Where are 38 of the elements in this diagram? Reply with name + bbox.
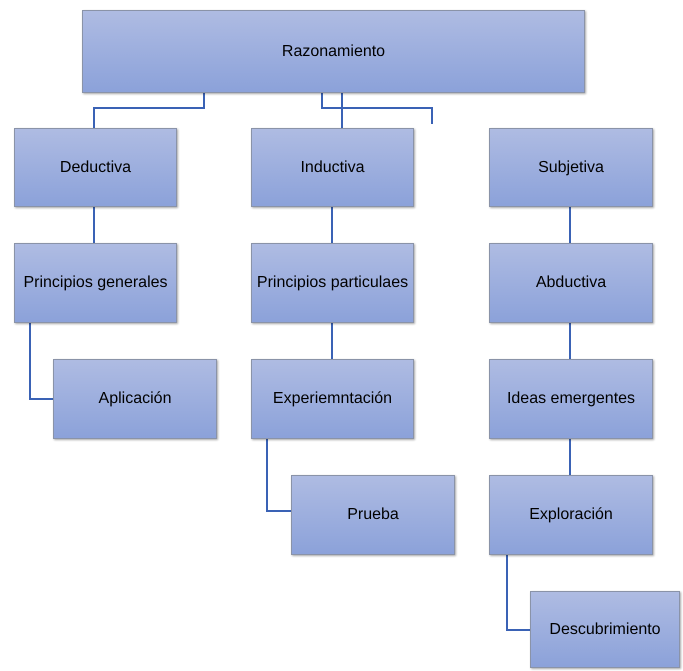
node-box: [291, 475, 455, 555]
connector-line: [29, 323, 53, 400]
node-box: [489, 243, 653, 323]
connector-line: [93, 93, 205, 128]
node-label: Deductiva: [60, 158, 132, 178]
connector-line: [341, 93, 343, 128]
node-box: [14, 128, 177, 207]
node-label: Razonamiento: [282, 42, 386, 62]
connector-line: [506, 555, 530, 631]
node-box: [489, 128, 653, 207]
node-box: [14, 243, 177, 323]
connector-line: [569, 323, 571, 359]
connector-line: [321, 93, 433, 124]
node-box: [82, 10, 585, 93]
connector-line: [266, 439, 291, 512]
node-box: [530, 591, 680, 668]
node-box: [251, 243, 414, 323]
connector-line: [569, 439, 571, 475]
node-label: Exploración: [529, 505, 613, 525]
node-label: Experiemntación: [272, 389, 392, 409]
connector-line: [569, 207, 571, 243]
node-label: Inductiva: [300, 158, 365, 178]
node-box: [489, 359, 653, 439]
node-label: Principios particulaes: [256, 273, 408, 293]
node-label: Abductiva: [536, 273, 606, 293]
connector-line: [331, 207, 333, 243]
node-label: Principios generales: [23, 273, 168, 293]
node-label: Descubrimiento: [549, 620, 661, 640]
node-label: Prueba: [347, 505, 399, 525]
node-box: [489, 475, 653, 555]
node-label: Ideas emergentes: [506, 389, 636, 409]
connector-line: [331, 323, 333, 359]
node-box: [251, 128, 414, 207]
node-box: [251, 359, 414, 439]
node-label: Aplicación: [98, 389, 172, 409]
node-label: Subjetiva: [538, 158, 604, 178]
connector-line: [93, 207, 95, 243]
node-box: [53, 359, 217, 439]
